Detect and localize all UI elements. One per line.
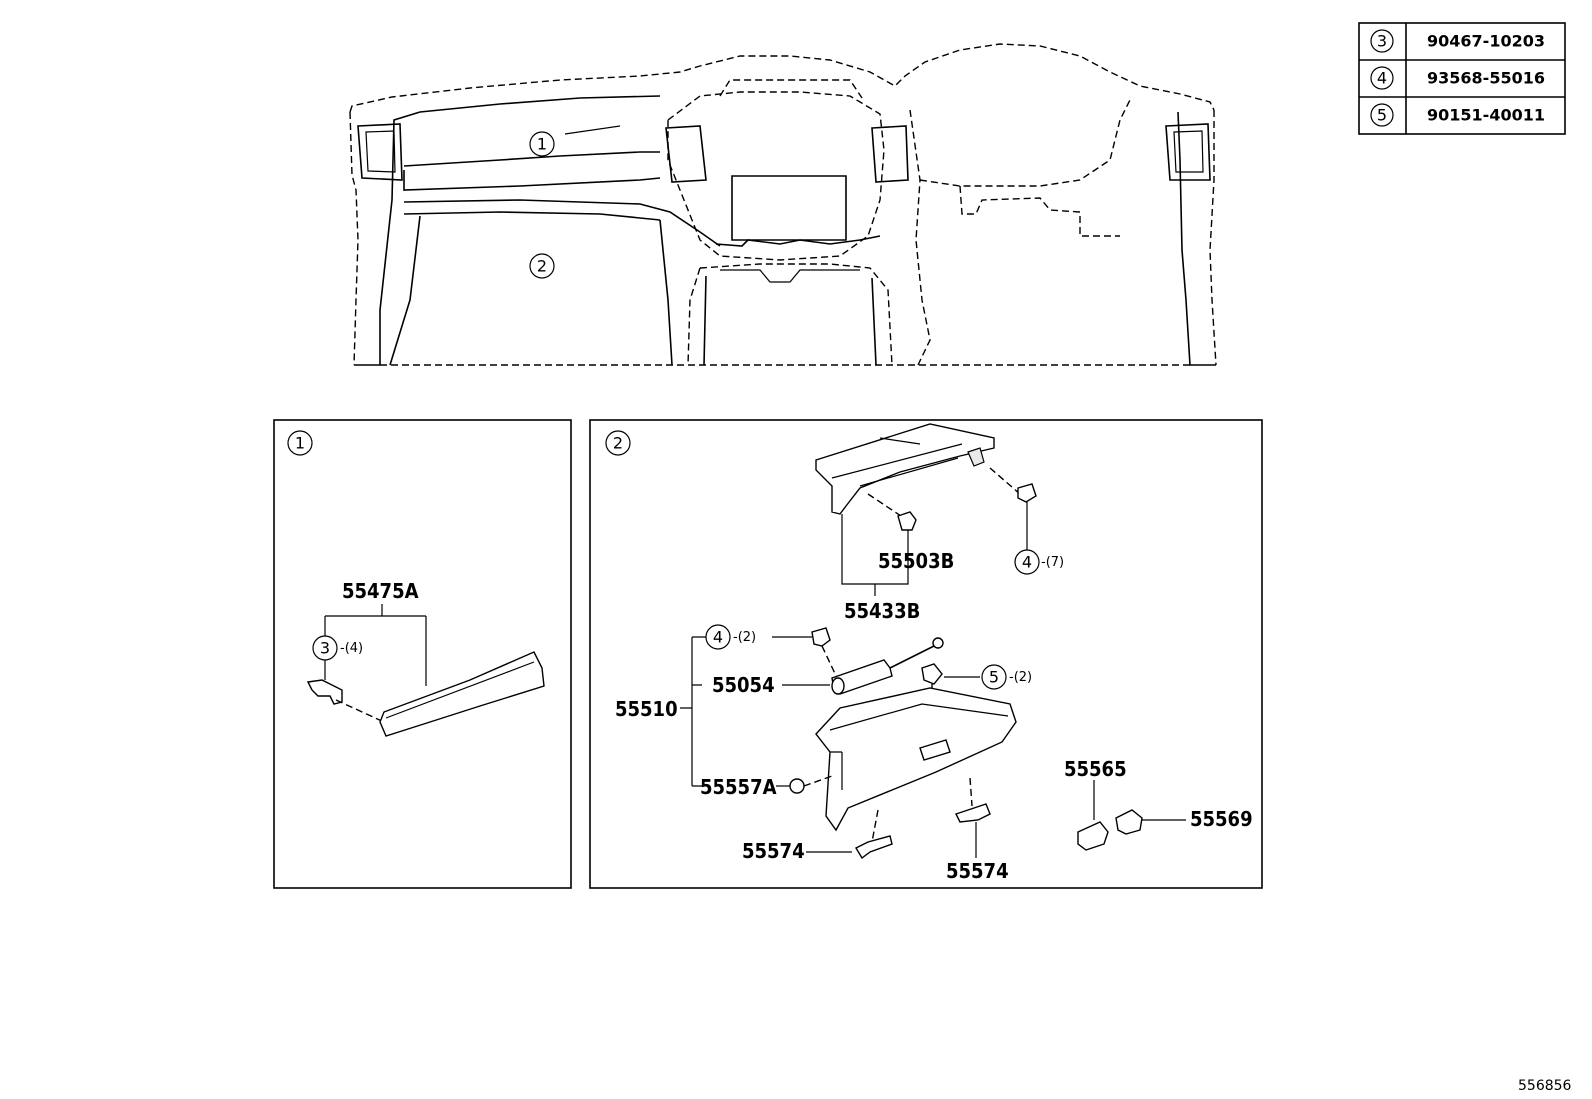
screw-ref-4: 4 (713, 628, 723, 647)
parts-table-row: 3 90467-10203 (1370, 29, 1545, 53)
callout-circle (1370, 66, 1394, 90)
screw-icon (811, 627, 831, 647)
part-number-55510: 55510 (615, 697, 678, 721)
part-number-55503B: 55503B (878, 549, 954, 573)
panel-2-border (589, 419, 1263, 889)
clip-ref-5: 5 (989, 668, 999, 687)
latch-55569 (1115, 809, 1143, 835)
detail-panel-1: 1 55475A 3 -(4) (273, 419, 572, 889)
screw-ref-4: 4 (1022, 553, 1032, 572)
part-number-55574-right: 55574 (946, 859, 1009, 883)
screw-quantity: -(2) (733, 630, 756, 645)
bracket-55433B (815, 423, 995, 515)
clip-55503B (897, 511, 917, 531)
part-number-55574-left: 55574 (742, 839, 805, 863)
table-part-number: 90467-10203 (1427, 32, 1545, 51)
parts-table-row: 4 93568-55016 (1370, 66, 1545, 90)
callout-circle (1014, 549, 1040, 575)
table-part-number: 93568-55016 (1427, 69, 1545, 88)
detail-panel-2: 2 55503B 55433B 4 -(7) 55510 4 -(2) 5505… (589, 419, 1263, 889)
clip-icon (306, 679, 343, 705)
callout-circle (1370, 103, 1394, 127)
table-ref: 5 (1377, 106, 1387, 125)
stopper-55557A (789, 778, 805, 794)
callout-circle (605, 430, 631, 456)
callout-circle (287, 430, 313, 456)
diagram-id: 556856 (1518, 1078, 1572, 1094)
glove-box-55510 (815, 687, 1017, 832)
clip-quantity: -(2) (1009, 670, 1032, 685)
parts-table-border (1358, 22, 1566, 135)
part-number-55569: 55569 (1190, 807, 1253, 831)
callout-circle (1370, 29, 1394, 53)
pin-55574 (955, 803, 991, 823)
screw-icon (1017, 483, 1037, 503)
panel-1-ref: 1 (295, 434, 305, 453)
parts-table: 3 90467-10203 4 93568-55016 5 90151-4001… (1358, 22, 1566, 135)
lock-55565 (1077, 821, 1109, 851)
part-number-55475A: 55475A (342, 579, 419, 603)
parts-table-row: 5 90151-40011 (1370, 103, 1545, 127)
trim-panel-55475A (379, 651, 545, 737)
part-number-55433B: 55433B (844, 599, 920, 623)
clip-ref-3: 3 (320, 639, 330, 658)
part-number-55054: 55054 (712, 673, 775, 697)
pin-55574 (855, 835, 893, 860)
table-part-number: 90151-40011 (1427, 106, 1545, 125)
clip-icon (921, 663, 943, 685)
panel-1-border (273, 419, 572, 889)
dashboard-overview: 1 2 (349, 43, 1217, 366)
callout-circle (981, 664, 1007, 690)
callout-circle (529, 253, 555, 279)
overview-ref-1: 1 (537, 135, 547, 154)
overview-ref-2: 2 (537, 257, 547, 276)
callout-circle (529, 131, 555, 157)
panel-2-ref: 2 (613, 434, 623, 453)
clip-quantity: -(4) (340, 641, 363, 656)
part-number-55557A: 55557A (700, 775, 777, 799)
table-ref: 3 (1377, 32, 1387, 51)
table-ref: 4 (1377, 69, 1387, 88)
callout-circle (705, 624, 731, 650)
screw-quantity: -(7) (1041, 555, 1064, 570)
part-number-55565: 55565 (1064, 757, 1127, 781)
